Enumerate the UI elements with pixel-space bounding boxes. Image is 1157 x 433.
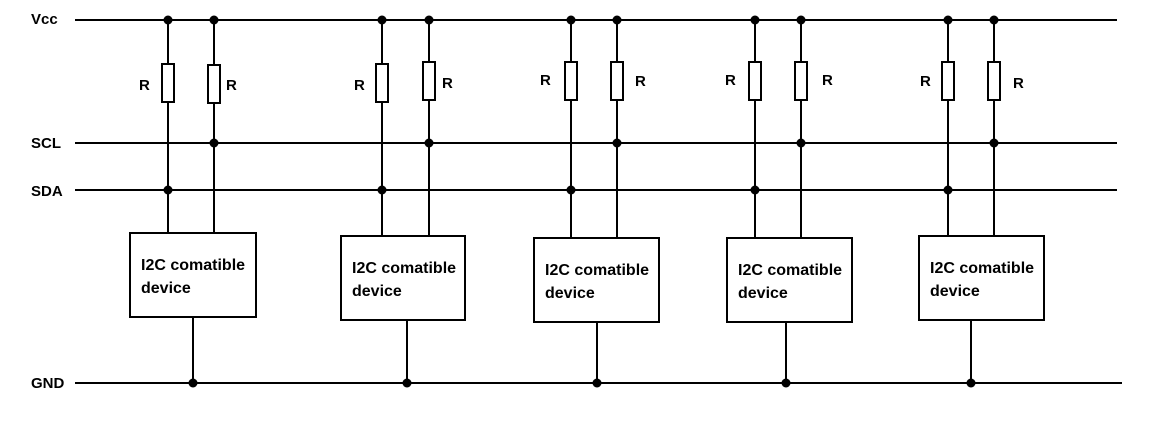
junction-dot: [377, 15, 387, 25]
junction-dot: [781, 378, 791, 388]
resistor-label-scl-1: R: [226, 77, 237, 94]
device-title: I2C comatible: [352, 260, 457, 277]
vcc-label: Vcc: [31, 11, 58, 28]
resistor-sda-4: [748, 61, 762, 101]
junction-dot: [750, 15, 760, 25]
junction-dot: [566, 185, 576, 195]
junction-dot: [966, 378, 976, 388]
resistor-sda-3: [564, 61, 578, 101]
junction-dot: [402, 378, 412, 388]
sda-label: SDA: [31, 183, 63, 200]
junction-dot: [209, 138, 219, 148]
resistor-scl-2: [422, 61, 436, 101]
junction-dot: [163, 185, 173, 195]
junction-dot: [796, 138, 806, 148]
junction-dot: [612, 15, 622, 25]
device-title: I2C comatible: [738, 262, 843, 279]
scl-label: SCL: [31, 135, 61, 152]
device-subtitle: device: [930, 283, 980, 300]
resistor-label-sda-2: R: [354, 77, 365, 94]
i2c-device-4: I2C comatible device: [726, 237, 853, 323]
resistor-sda-2: [375, 63, 389, 103]
resistor-label-scl-5: R: [1013, 75, 1024, 92]
junction-dot: [592, 378, 602, 388]
junction-dot: [424, 138, 434, 148]
gnd-label: GND: [31, 375, 65, 392]
device-subtitle: device: [352, 283, 402, 300]
junction-dot: [943, 15, 953, 25]
junction-dot: [943, 185, 953, 195]
junction-dot: [377, 185, 387, 195]
junction-dot: [209, 15, 219, 25]
junction-dot: [989, 138, 999, 148]
resistor-scl-5: [987, 61, 1001, 101]
junction-dot: [424, 15, 434, 25]
i2c-device-2: I2C comatible device: [340, 235, 466, 321]
resistor-label-sda-1: R: [139, 77, 150, 94]
junction-dot: [566, 15, 576, 25]
resistor-label-scl-3: R: [635, 73, 646, 90]
junction-dot: [750, 185, 760, 195]
device-subtitle: device: [141, 280, 191, 297]
i2c-device-3: I2C comatible device: [533, 237, 660, 323]
i2c-device-5: I2C comatible device: [918, 235, 1045, 321]
device-subtitle: device: [738, 285, 788, 302]
resistor-label-sda-3: R: [540, 72, 551, 89]
resistor-label-sda-5: R: [920, 73, 931, 90]
resistor-label-scl-2: R: [442, 75, 453, 92]
resistor-sda-1: [161, 63, 175, 103]
resistor-label-sda-4: R: [725, 72, 736, 89]
resistor-scl-3: [610, 61, 624, 101]
device-title: I2C comatible: [545, 262, 650, 279]
device-subtitle: device: [545, 285, 595, 302]
junction-dot: [188, 378, 198, 388]
resistor-label-scl-4: R: [822, 72, 833, 89]
resistor-sda-5: [941, 61, 955, 101]
device-title: I2C comatible: [930, 260, 1035, 277]
resistor-scl-1: [207, 64, 221, 104]
device-title: I2C comatible: [141, 257, 246, 274]
resistor-scl-4: [794, 61, 808, 101]
junction-dot: [163, 15, 173, 25]
junction-dot: [796, 15, 806, 25]
junction-dot: [989, 15, 999, 25]
i2c-device-1: I2C comatible device: [129, 232, 257, 318]
junction-dot: [612, 138, 622, 148]
